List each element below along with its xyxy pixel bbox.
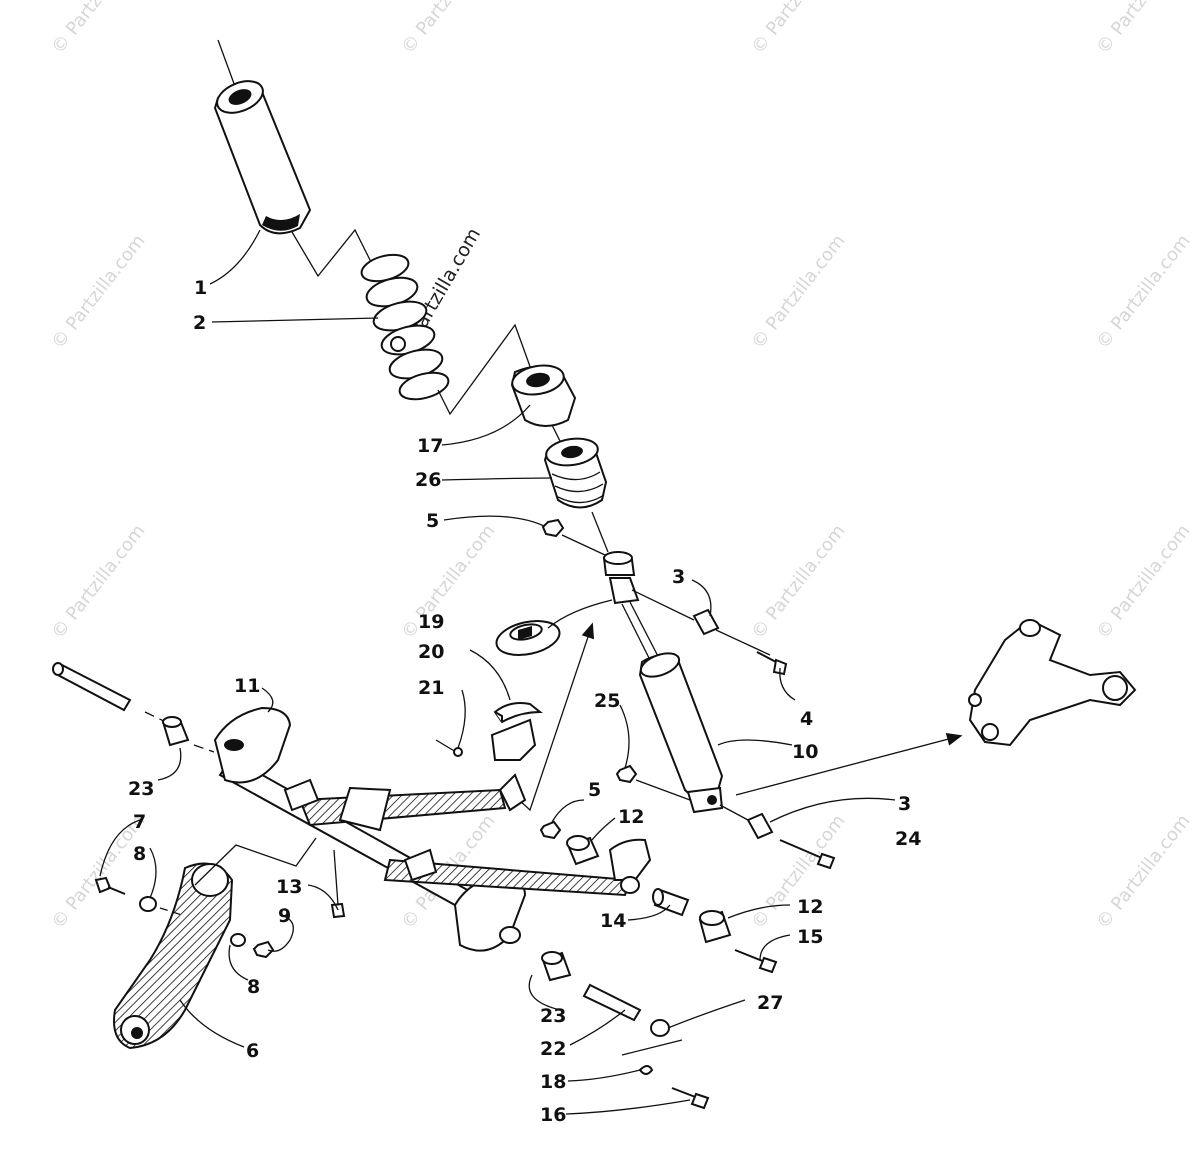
watermark-layer: © Partzilla.com © Partzilla.com © Partzi… [47,0,1194,933]
callout-24: 24 [895,828,921,850]
assembly-arrow [735,733,963,796]
part-bolt [756,651,788,676]
callout-6: 6 [246,1040,259,1062]
part-stop-cup [495,619,561,657]
callout-26: 26 [415,469,441,491]
watermark: © Partzilla.com [1092,521,1194,643]
part-nut [615,764,638,784]
callout-8: 8 [247,976,260,998]
part-washer [139,896,157,912]
part-bracket-clip [493,702,543,724]
part-washer [650,1019,670,1037]
watermark: © Partzilla.com [1092,231,1194,353]
callout-16: 16 [540,1104,566,1126]
watermark: © Partzilla.com [47,231,149,353]
callout-12: 12 [797,896,823,918]
callout-5: 5 [588,779,601,801]
part-bushing [566,835,600,866]
callout-14: 14 [600,910,626,932]
shock-assembly [213,39,788,814]
callout-8: 8 [133,843,146,865]
callout-21: 21 [418,677,444,699]
callout-20: 20 [418,641,444,663]
part-grease-fitting [330,849,346,919]
part-a-arm [213,706,652,952]
part-bolt [671,1087,710,1110]
part-clip [638,1065,654,1075]
callout-10: 10 [792,741,818,763]
part-nut [252,940,275,959]
part-pin [582,983,642,1022]
callout-23: 23 [128,778,154,800]
callout-23: 23 [540,1005,566,1027]
callout-19: 19 [418,611,444,633]
part-bushing [541,951,572,982]
part-bushing [692,608,720,636]
callout-7: 7 [133,811,146,833]
leader-lines [99,229,896,1115]
part-bushing [746,812,774,840]
watermark: © Partzilla.com [1092,0,1194,58]
callout-17: 17 [417,435,443,457]
callout-27: 27 [757,992,783,1014]
watermark: © Partzilla.com [747,521,849,643]
part-bushing [162,716,190,747]
part-shock-body [602,551,724,814]
part-bump-stop [543,437,608,509]
part-washer [230,933,246,947]
watermark: © Partzilla.com [747,231,849,353]
break-line [194,837,317,886]
callout-3: 3 [898,793,911,815]
callout-13: 13 [276,876,302,898]
part-linkage-reference [968,618,1137,747]
part-spring [360,253,450,401]
callout-9: 9 [278,905,291,927]
callout-15: 15 [797,926,823,948]
callout-labels: 1 2 17 26 5 3 19 4 20 11 21 25 10 23 5 1… [128,277,921,1126]
part-bolt [779,839,836,870]
callout-22: 22 [540,1038,566,1060]
callout-18: 18 [540,1071,566,1093]
callout-3: 3 [672,566,685,588]
part-screw [94,876,126,895]
watermark: © Partzilla.com [397,521,499,643]
watermark: © Partzilla.com [1092,811,1194,933]
break-line [291,228,376,278]
watermark: © Partzilla.com [397,0,499,58]
watermark: © Partzilla.com [47,0,149,58]
callout-11: 11 [234,675,260,697]
break-line [621,1039,683,1056]
callout-4: 4 [800,708,813,730]
part-adjuster-nut [510,364,577,427]
callout-25: 25 [594,690,620,712]
part-nut [539,820,562,840]
callout-2: 2 [193,312,206,334]
part-pin [652,888,690,917]
callout-12: 12 [618,806,644,828]
watermark: © Partzilla.com [47,521,149,643]
watermark: © Partzilla.com [747,0,849,58]
part-bushing [698,910,732,944]
part-axle-rod [52,662,171,725]
callout-1: 1 [194,277,207,299]
part-bolt [734,949,778,974]
part-lever-arm [113,862,234,1050]
break-line [437,323,533,416]
part-nut [541,518,565,538]
callout-5: 5 [426,510,439,532]
part-shock-cover [213,80,312,235]
